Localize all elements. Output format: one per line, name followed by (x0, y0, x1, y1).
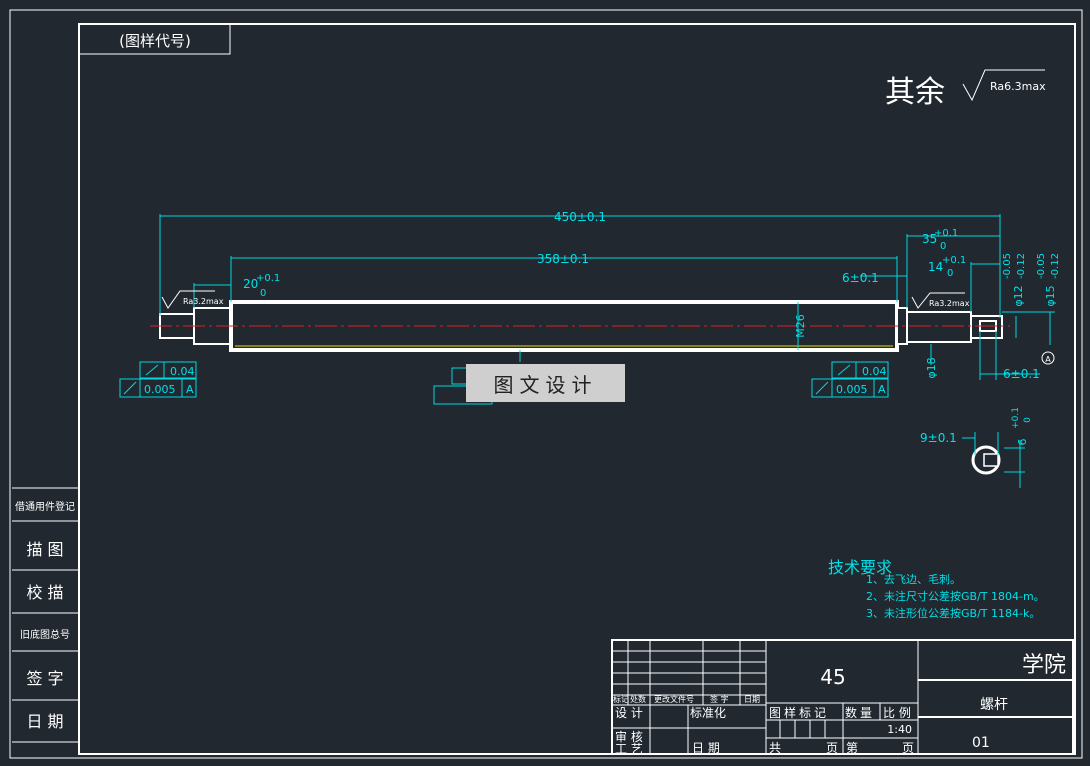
dim-dia15-upper: -0.05 (1036, 253, 1047, 279)
tb-review: 审 核 (615, 729, 643, 744)
left-col-cell-1: 借通用件登记 (15, 500, 75, 513)
title-block-grid (611, 639, 1074, 755)
dim-dia15: φ15 (1044, 285, 1057, 306)
tech-req-item-3: 3、未注形位公差按GB/T 1184-k。 (866, 606, 1040, 620)
tol-left-row1: 0.04 (170, 365, 195, 378)
tb-h2: 处数 (630, 694, 646, 704)
dim-right-b-tol-lower: 0 (947, 268, 953, 279)
tb-drawing-no: 01 (972, 735, 990, 751)
dim-right-b-tol-upper: +0.1 (942, 255, 966, 266)
tb-process: 工 艺 (615, 742, 643, 756)
tb-pages: 页 (826, 741, 838, 755)
left-col-cell-6: 日 期 (26, 712, 63, 731)
dim-left-step: 20 (243, 277, 258, 291)
dim-right-b: 14 (928, 260, 943, 274)
tb-h1: 标记 (613, 694, 629, 704)
dim-dia15-lower: -0.12 (1050, 253, 1061, 279)
dim-thread: M26 (794, 314, 807, 338)
roughness-mark-right (911, 292, 965, 309)
drawing-number-box (78, 23, 231, 55)
datum-circle (1041, 351, 1055, 365)
dim-dia12-upper: -0.05 (1002, 253, 1013, 279)
outer-border (9, 9, 1083, 759)
roughness-value: Ra6.3max (990, 80, 1046, 93)
tb-scale: 1:40 (887, 723, 912, 736)
watermark-label: 图文设计 (466, 364, 625, 402)
tol-left-datum: A (186, 383, 194, 396)
tol-right-row2: 0.005 (836, 383, 868, 396)
dim-right-a-tol-lower: 0 (940, 241, 946, 252)
roughness-mark-left (161, 290, 215, 309)
dim-left-step-tol-lower: 0 (260, 288, 266, 299)
tech-req-item-1: 1、去飞边、毛刺。 (866, 573, 961, 586)
tb-sheet-pages: 页 (902, 741, 914, 755)
left-col-cell-4: 旧底图总号 (20, 628, 70, 641)
dim-overall: 450±0.1 (554, 210, 606, 224)
tb-part-name: 螺杆 (980, 697, 1008, 713)
tb-design: 设 计 (615, 706, 643, 720)
tb-material: 45 (820, 665, 845, 689)
tol-right-datum: A (878, 383, 886, 396)
roughness-prefix: 其余 (885, 75, 945, 110)
tb-standardization: 标准化 (690, 706, 726, 720)
tb-sheet: 第 (846, 741, 858, 755)
tb-total: 共 (769, 741, 781, 755)
inner-border (78, 23, 1076, 755)
dim-section-depth: 6 (1016, 439, 1029, 446)
section-view (962, 432, 1025, 488)
dim-slot: 6±0.1 (1003, 367, 1040, 381)
dim-right-a-tol-upper: +0.1 (934, 228, 958, 239)
left-col-cell-5: 签 字 (26, 669, 63, 688)
dim-right-a: 35 (922, 232, 937, 246)
tech-req-item-2: 2、未注尺寸公差按GB/T 1804-m。 (866, 589, 1045, 603)
roughness-symbol (962, 69, 1045, 102)
dim-left-step-tol-upper: +0.1 (256, 273, 280, 284)
tb-date: 日 期 (692, 741, 720, 755)
dimension-lines (159, 214, 1055, 380)
shaft (150, 300, 1010, 352)
dim-section-depth-upper: +0.1 (1011, 407, 1021, 429)
dim-section-depth-lower: 0 (1023, 417, 1033, 423)
tb-institution: 学院 (1022, 653, 1066, 678)
datum-label: A (1045, 355, 1051, 364)
roughness-local-right: Ra3.2max (929, 299, 970, 308)
dim-dia12: φ12 (1012, 285, 1025, 306)
tb-weight: 数量 (845, 705, 875, 720)
tol-left-row2: 0.005 (144, 383, 176, 396)
tb-h5: 日期 (744, 695, 760, 704)
tb-h3: 更改文件号 (654, 694, 694, 704)
tol-right-row1: 0.04 (862, 365, 887, 378)
tolerance-frame-left (119, 361, 197, 398)
left-col-cell-2: 描 图 (26, 540, 63, 559)
tb-scale-label: 比 例 (883, 706, 911, 720)
left-col-cell-3: 校 描 (26, 583, 63, 602)
tb-stage-mark: 图样标记 (769, 705, 829, 720)
dim-body: 358±0.1 (537, 252, 589, 266)
left-column (12, 487, 79, 743)
dim-section-width: 9±0.1 (920, 431, 957, 445)
tech-req-title: 技术要求 (828, 558, 892, 577)
drawing-number-label: (图样代号) (119, 32, 191, 50)
tb-h4: 签 字 (710, 694, 729, 704)
dim-dia18: φ18 (925, 357, 938, 378)
roughness-local-left: Ra3.2max (183, 297, 224, 306)
dim-dia12-lower: -0.12 (1016, 253, 1027, 279)
tolerance-frame-right (811, 361, 889, 398)
dim-right-c: 6±0.1 (842, 271, 879, 285)
